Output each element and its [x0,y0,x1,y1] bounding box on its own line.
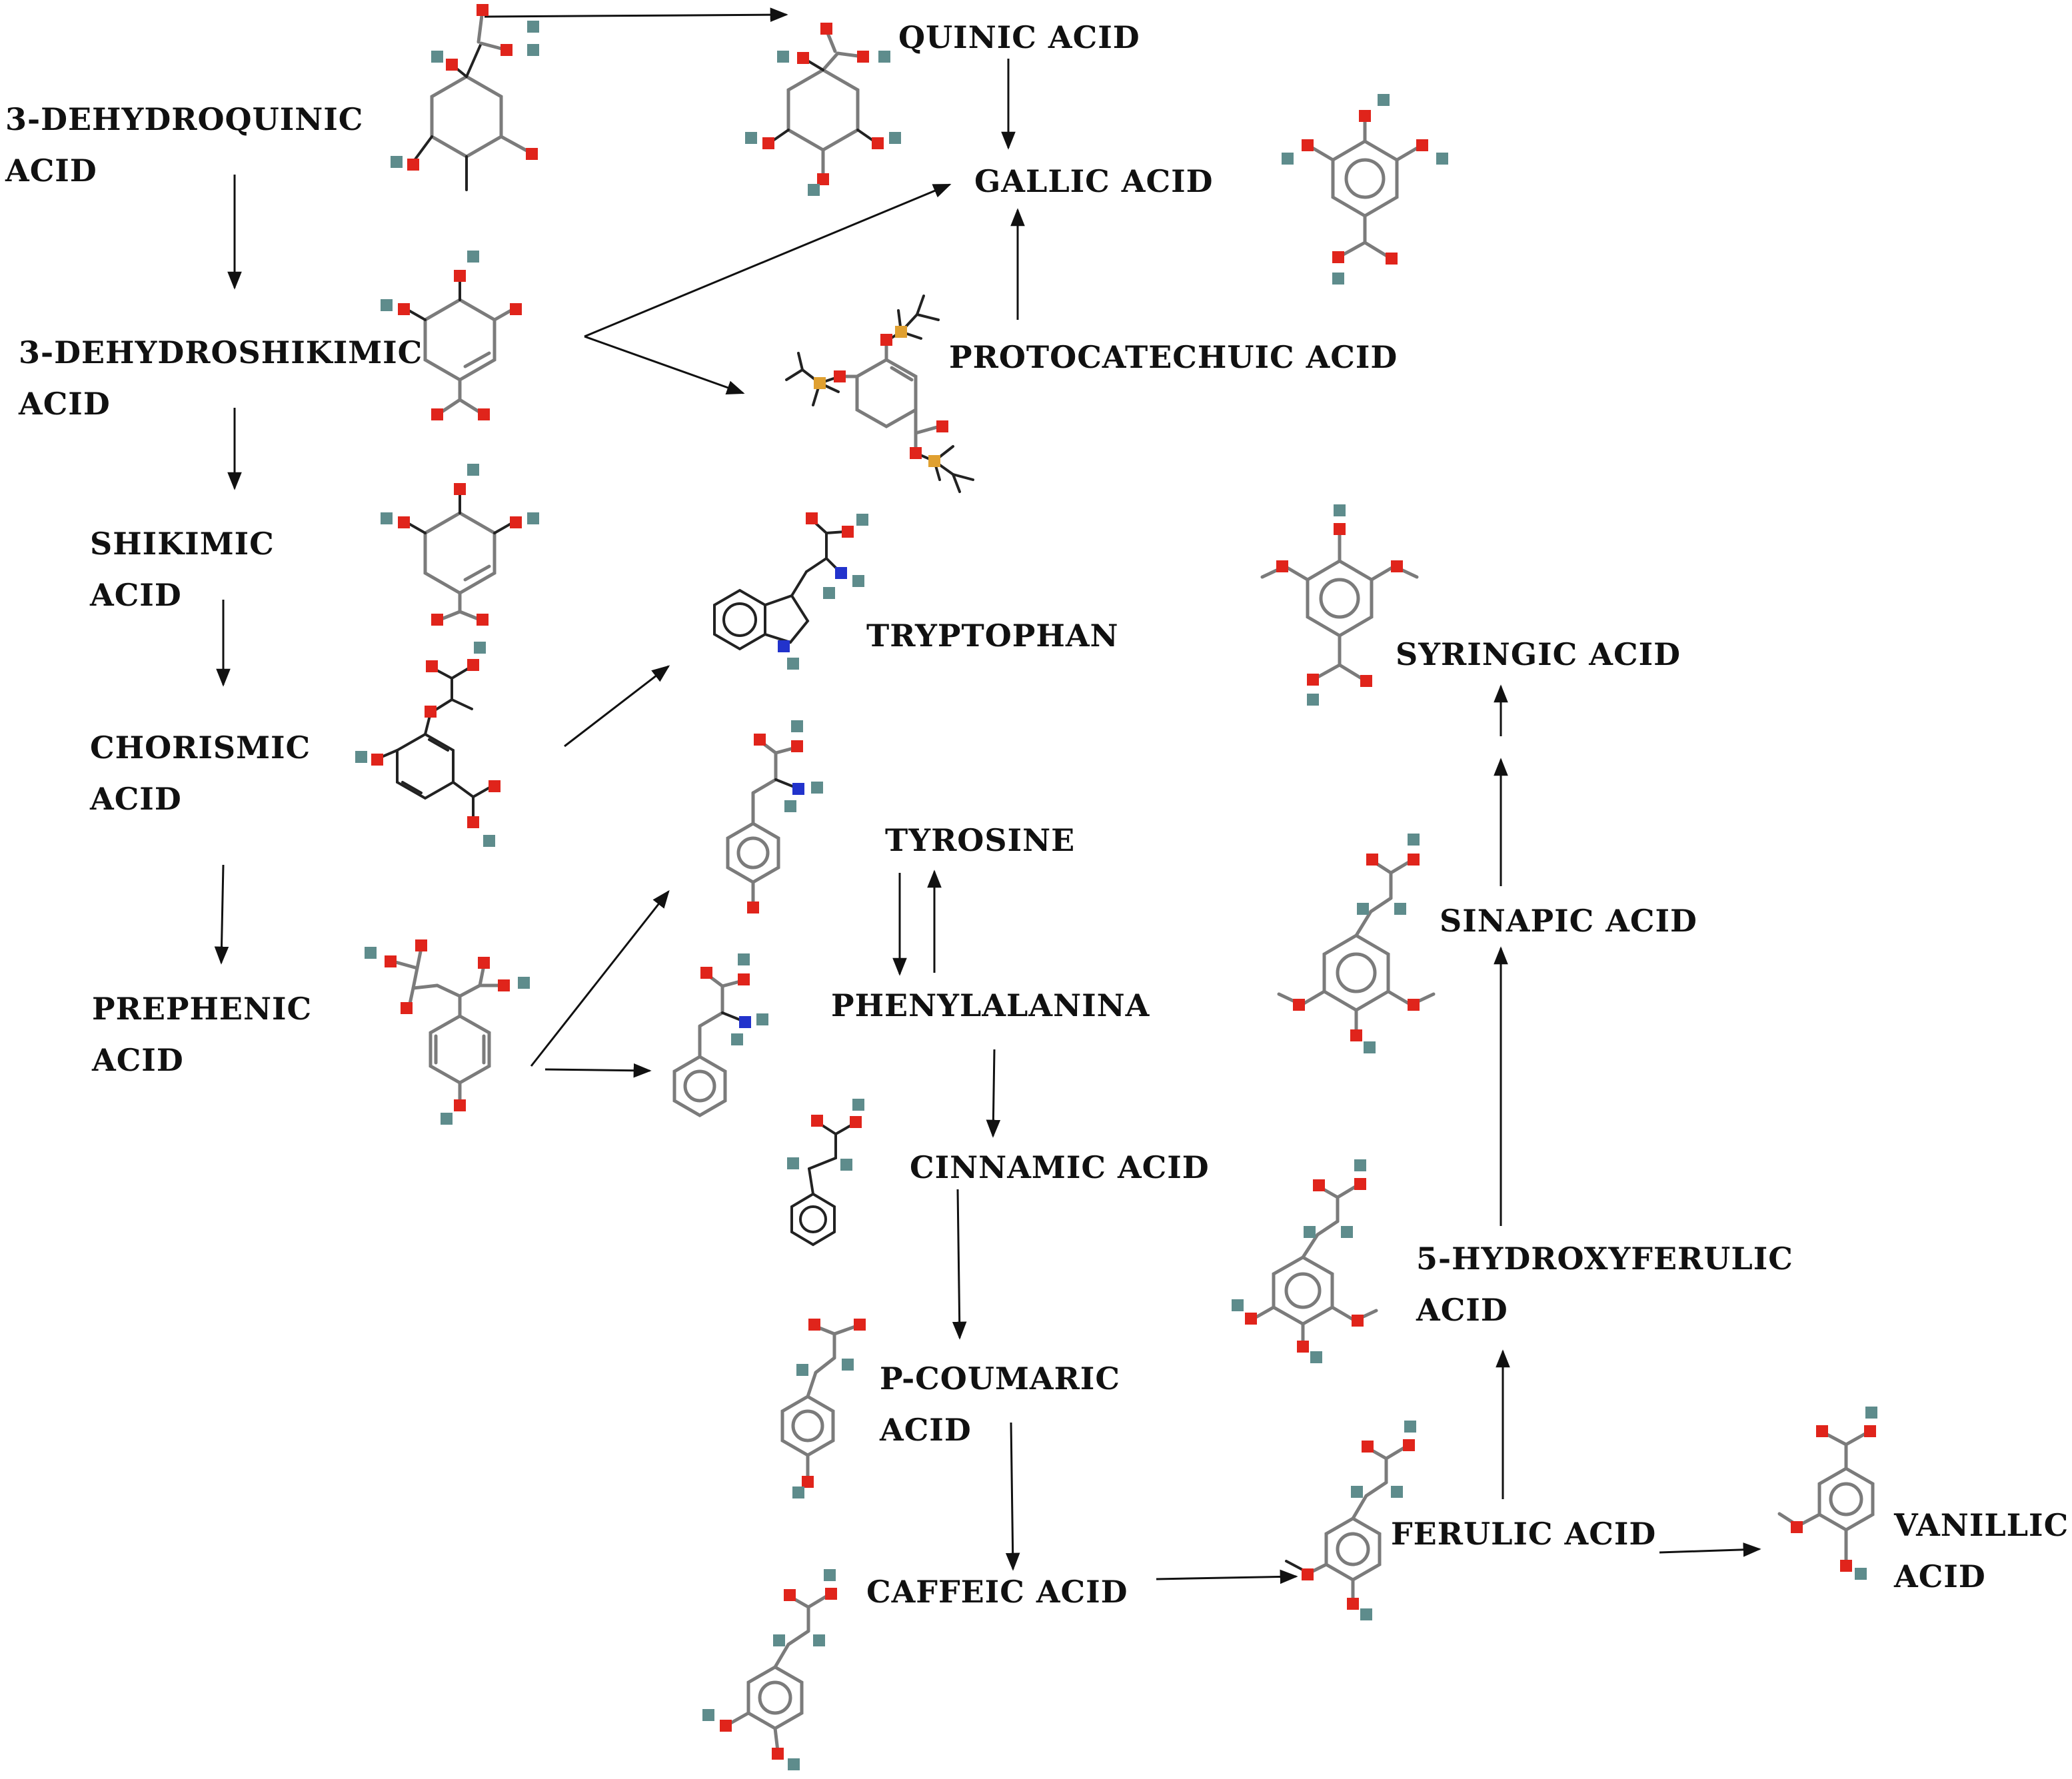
structure-chorismic-acid [355,642,501,847]
label-chorismic-acid-line2: ACID [89,781,182,817]
label-p-coumaric-acid-line2: ACID [879,1412,972,1448]
arrow-caffeic-to-ferulic [1156,1569,1298,1584]
labels: 3-DEHYDROQUINIC ACID 3-DEHYDROSHIKIMIC A… [5,19,2069,1610]
arrow-cinnamic-to-p-coumaric [952,1189,967,1340]
arrow-p-coumaric-to-caffeic [1005,1422,1020,1571]
structure-caffeic-acid [702,1569,837,1770]
structure-quinic-acid [745,23,901,196]
structure-ferulic-acid [1285,1421,1416,1620]
label-5-hydroxyferulic-acid-line1: 5-HYDROXYFERULIC [1416,1241,1793,1277]
arrow-dehydroshikimic-to-gallic [584,183,952,338]
arrow-chorismic-to-prephenic [214,864,229,965]
label-caffeic-acid: CAFFEIC ACID [866,1574,1128,1610]
label-prephenic-acid-line2: ACID [91,1042,184,1078]
label-3-dehydroshikimic-acid-line1: 3-DEHYDROSHIKIMIC [19,334,423,370]
arrow-prephenic-to-tyrosine [530,890,670,1067]
structure-tryptophan [713,512,868,670]
label-3-dehydroquinic-acid-line2: ACID [5,153,97,189]
label-sinapic-acid: SINAPIC ACID [1440,903,1697,939]
structure-sinapic-acid [1277,834,1436,1053]
structure-3-dehydroquinic-acid [391,4,539,191]
structure-phenylalanina [672,953,768,1117]
label-quinic-acid: QUINIC ACID [898,19,1140,55]
structure-protocatechuic-acid [785,295,974,493]
label-chorismic-acid-line1: CHORISMIC [90,730,311,766]
arrow-chorismic-to-tryptophan [564,665,670,748]
structure-syringic-acid [1260,504,1419,706]
arrow-phenylalanina-to-cinnamic [986,1049,1001,1138]
label-protocatechuic-acid: PROTOCATECHUIC ACID [949,339,1398,375]
label-syringic-acid: SYRINGIC ACID [1396,636,1681,672]
structure-shikimic-acid [381,464,539,626]
label-gallic-acid: GALLIC ACID [974,163,1214,199]
label-prephenic-acid-line1: PREPHENIC [92,991,312,1027]
structure-gallic-acid [1282,94,1448,285]
structure-p-coumaric-acid [780,1319,866,1498]
structure-tyrosine [726,720,823,913]
label-cinnamic-acid: CINNAMIC ACID [910,1149,1210,1185]
label-p-coumaric-acid-line1: P-COUMARIC [880,1361,1120,1397]
arrow-prephenic-to-phenylalanina [544,1063,652,1078]
label-vanillic-acid-line1: VANILLIC [1893,1507,2069,1543]
structure-vanillic-acid [1777,1407,1877,1580]
label-3-dehydroshikimic-acid-line2: ACID [18,386,111,422]
structure-5-hydroxyferulic-acid [1232,1159,1378,1363]
arrow-ferulic-to-vanillic [1659,1542,1761,1557]
label-tryptophan: TRYPTOPHAN [866,618,1119,654]
label-tyrosine: TYROSINE [885,822,1075,858]
label-5-hydroxyferulic-acid-line2: ACID [1416,1292,1508,1328]
label-vanillic-acid-line2: ACID [1893,1558,1986,1594]
reaction-arrows [214,7,1761,1584]
structure-3-dehydroshikimic-acid [381,251,522,420]
label-shikimic-acid-line2: ACID [89,577,182,613]
structure-prephenic-acid [365,939,530,1125]
arrow-dehydroquinic-to-quinic [484,7,788,22]
label-3-dehydroquinic-acid-line1: 3-DEHYDROQUINIC [5,101,363,137]
label-phenylalanina: PHENYLALANINA [831,987,1150,1023]
arrow-dehydroshikimic-to-protocatechuic [584,335,745,394]
label-ferulic-acid: FERULIC ACID [1391,1516,1656,1552]
label-shikimic-acid-line1: SHIKIMIC [90,526,275,562]
structure-cinnamic-acid [787,1099,864,1247]
